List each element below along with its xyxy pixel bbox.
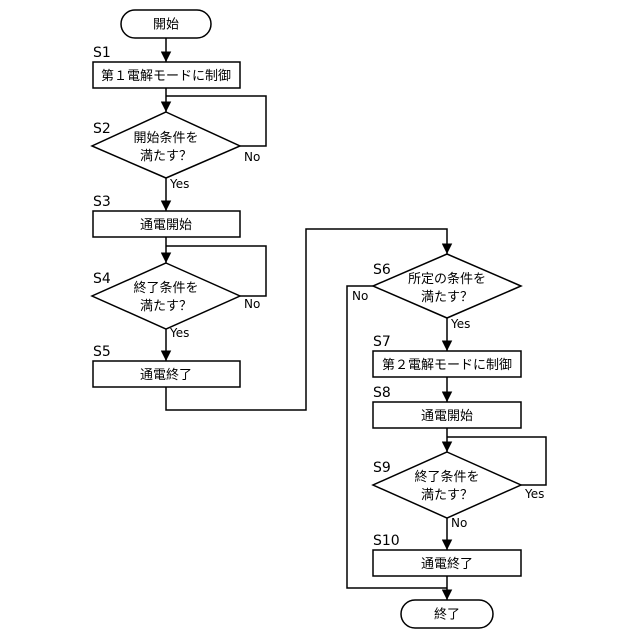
decision-text-line-1: 所定の条件を — [408, 271, 486, 287]
process-text: 通電終了 — [140, 367, 192, 383]
step-id: S6 — [373, 262, 391, 278]
connectors — [166, 38, 546, 600]
branch-no-label: No — [244, 150, 260, 164]
branch-no-label: No — [352, 289, 368, 303]
step-s4: S4 終了条件を 満たす？ No Yes — [92, 263, 260, 340]
process-text: 第１電解モードに制御 — [101, 69, 231, 84]
process-text: 第２電解モードに制御 — [382, 358, 512, 373]
step-s6: S6 所定の条件を 満たす？ No Yes — [352, 254, 521, 331]
branch-yes-label: Yes — [169, 177, 189, 191]
decision-text-line-2: 満たす？ — [421, 488, 473, 503]
step-id: S1 — [93, 45, 111, 61]
process-text: 通電終了 — [421, 556, 473, 572]
branch-no-label: No — [244, 297, 260, 311]
end-label: 終了 — [434, 607, 460, 623]
step-id: S2 — [93, 121, 111, 137]
step-id: S7 — [373, 334, 391, 350]
step-id: S10 — [373, 533, 400, 549]
decision-text-line-1: 終了条件を — [414, 469, 479, 485]
step-id: S3 — [93, 194, 111, 210]
branch-yes-label: Yes — [450, 317, 470, 331]
end-terminator: 終了 — [401, 600, 493, 628]
step-id: S5 — [93, 344, 111, 360]
decision-text-line-2: 満たす？ — [140, 149, 192, 164]
start-label: 開始 — [153, 18, 179, 33]
process-text: 通電開始 — [421, 409, 473, 424]
step-s9: S9 終了条件を 満たす？ Yes No — [373, 452, 544, 530]
decision-text-line-1: 開始条件を — [133, 130, 198, 146]
step-id: S4 — [93, 271, 111, 287]
branch-no-label: No — [451, 516, 467, 530]
step-s2: S2 開始条件を 満たす？ No Yes — [92, 112, 260, 191]
branch-yes-label: Yes — [169, 326, 189, 340]
step-id: S9 — [373, 460, 391, 476]
process-text: 通電開始 — [140, 218, 192, 233]
decision-text-line-2: 満たす？ — [421, 290, 473, 305]
start-terminator: 開始 — [121, 10, 211, 38]
branch-yes-label: Yes — [524, 487, 544, 501]
step-id: S8 — [373, 385, 391, 401]
decision-text-line-1: 終了条件を — [133, 280, 198, 296]
decision-text-line-2: 満たす？ — [140, 299, 192, 314]
